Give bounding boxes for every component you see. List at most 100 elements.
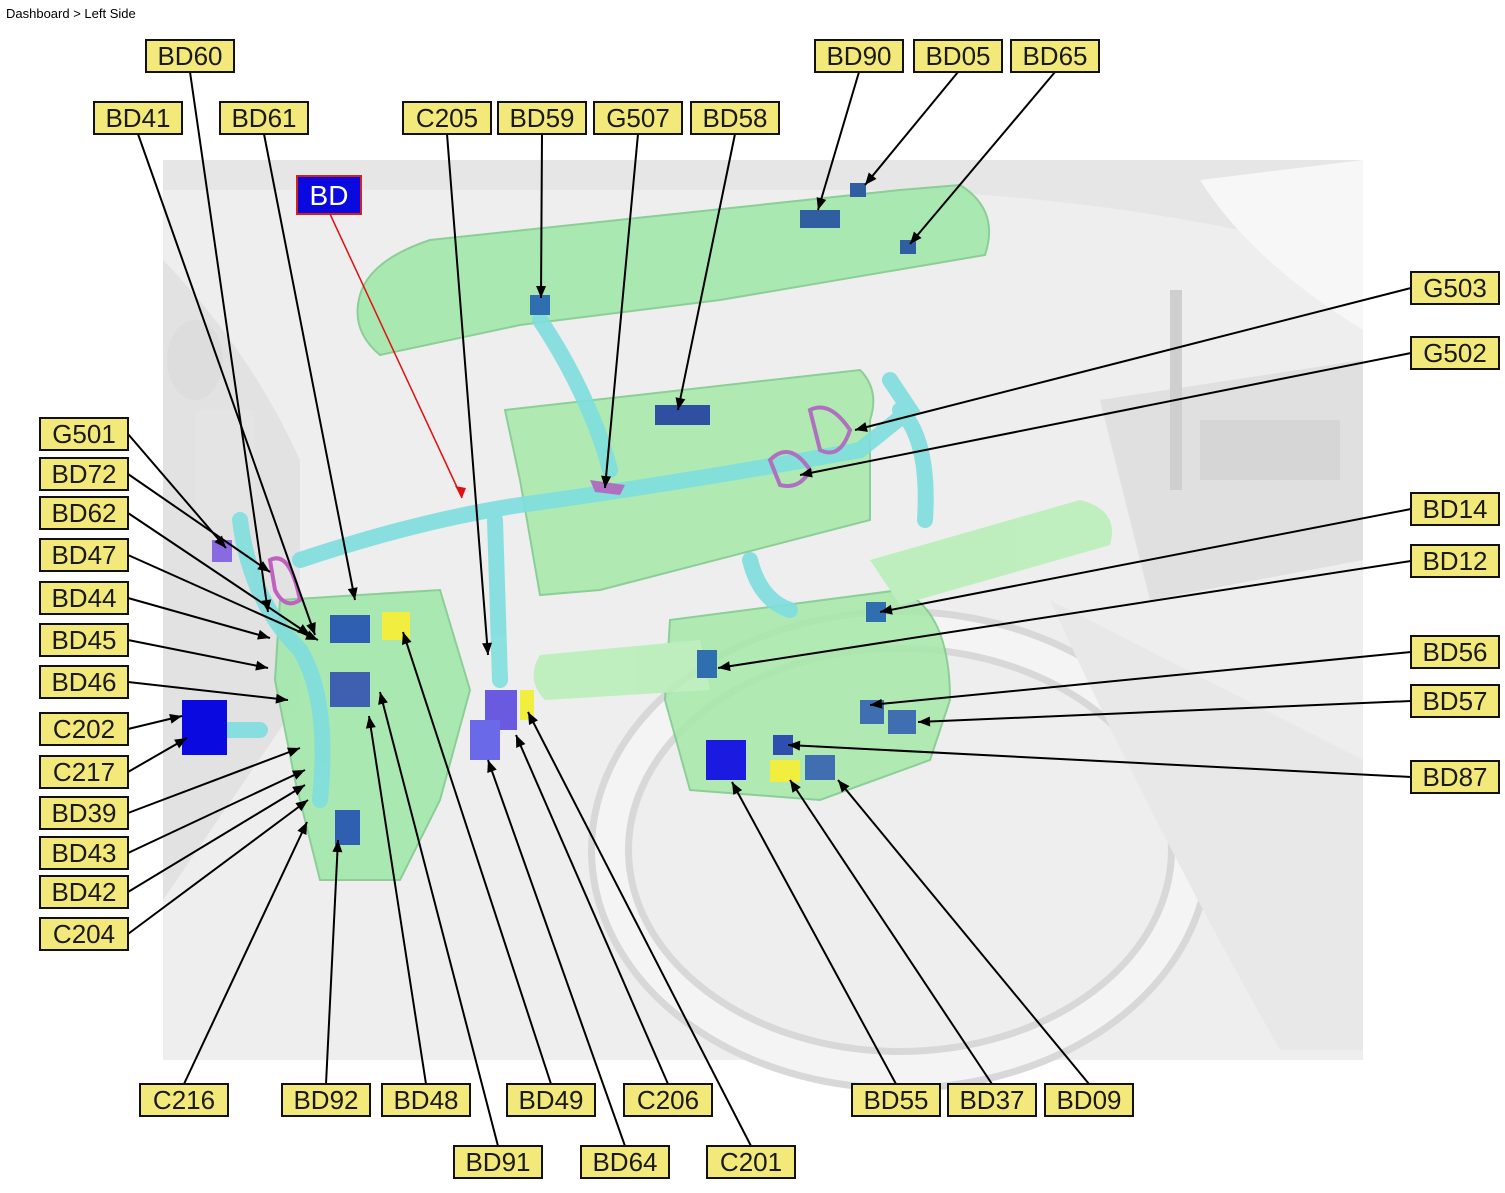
arrowhead-bd43 (292, 770, 305, 780)
label-box-bd57 (1410, 684, 1500, 718)
label-bd61: BD61 (219, 101, 309, 135)
label-box-bd72 (39, 457, 129, 491)
leader-bd12 (717, 560, 1412, 669)
leader-bd09 (837, 779, 1090, 1085)
label-box-bd87 (1410, 760, 1500, 794)
label-text-c217: C217 (53, 757, 115, 787)
label-text-bd87: BD87 (1422, 762, 1487, 792)
label-c217: C217 (39, 755, 129, 789)
leader-g507 (604, 133, 639, 489)
arrowhead-bd87 (788, 740, 801, 751)
arrowhead-bd56 (870, 698, 883, 709)
label-g507: G507 (593, 101, 683, 135)
label-text-c205: C205 (416, 103, 478, 133)
label-bd44: BD44 (39, 581, 129, 615)
arrowhead-bd05 (865, 172, 877, 185)
label-text-bd62: BD62 (51, 498, 116, 528)
label-bd62: BD62 (39, 496, 129, 530)
leader-bd56 (869, 651, 1412, 706)
arrowhead-bd92 (332, 840, 343, 853)
label-bd91: BD91 (453, 1145, 543, 1179)
label-box-c216 (139, 1083, 229, 1117)
arrowhead-c201 (528, 712, 538, 725)
leader-bd44 (127, 597, 271, 639)
label-c205: C205 (402, 101, 492, 135)
label-box-bd61 (219, 101, 309, 135)
label-c206: C206 (623, 1083, 713, 1117)
arrowhead-bd46 (275, 693, 288, 704)
label-text-g501: G501 (52, 419, 116, 449)
label-text-bd48: BD48 (393, 1085, 458, 1115)
leader-bd65 (909, 71, 1056, 245)
arrowhead-bd65 (910, 231, 922, 244)
leader-c204 (127, 799, 309, 935)
arrowhead-c204 (295, 800, 308, 812)
label-c204: C204 (39, 917, 129, 951)
arrowhead-bd90 (816, 197, 827, 210)
label-box-bd48 (381, 1083, 471, 1117)
harness-tag-bd: BD (296, 175, 466, 499)
label-text-bd92: BD92 (293, 1085, 358, 1115)
label-bd57: BD57 (1410, 684, 1500, 718)
arrowhead-g507 (601, 475, 612, 488)
arrowhead-c217 (174, 738, 187, 749)
arrowhead-bd45 (255, 660, 268, 671)
arrowhead-g503 (855, 422, 868, 432)
label-box-bd12 (1410, 544, 1500, 578)
arrowhead-bd39 (287, 747, 300, 757)
label-text-bd56: BD56 (1422, 637, 1487, 667)
label-box-bd39 (39, 796, 129, 830)
label-bd46: BD46 (39, 665, 129, 699)
label-bd14: BD14 (1410, 492, 1500, 526)
label-text-bd60: BD60 (157, 41, 222, 71)
arrowhead-c202 (169, 713, 182, 724)
label-text-g507: G507 (606, 103, 670, 133)
label-box-bd91 (453, 1145, 543, 1179)
leader-g501 (127, 433, 227, 549)
label-bd39: BD39 (39, 796, 129, 830)
leader-bd61 (263, 133, 356, 601)
label-text-bd61: BD61 (231, 103, 296, 133)
label-text-bd64: BD64 (592, 1147, 657, 1177)
leader-bd72 (127, 473, 271, 573)
label-bd87: BD87 (1410, 760, 1500, 794)
arrowhead-bd64 (487, 760, 497, 773)
label-bd64: BD64 (580, 1145, 670, 1179)
label-text-bd41: BD41 (105, 103, 170, 133)
leader-bd41 (137, 133, 316, 636)
label-text-g502: G502 (1423, 338, 1487, 368)
label-bd48: BD48 (381, 1083, 471, 1117)
arrowhead-c205 (482, 642, 493, 655)
arrowhead-bd57 (918, 716, 931, 727)
label-box-bd41 (93, 101, 183, 135)
leader-c216 (183, 821, 308, 1085)
label-box-c217 (39, 755, 129, 789)
leader-bd59 (540, 133, 543, 299)
label-bd92: BD92 (281, 1083, 371, 1117)
label-bd12: BD12 (1410, 544, 1500, 578)
label-box-c205 (402, 101, 492, 135)
label-box-g507 (593, 101, 683, 135)
label-g501: G501 (39, 417, 129, 451)
label-box-bd58 (690, 101, 780, 135)
label-bd60: BD60 (145, 39, 235, 73)
label-box-bd92 (281, 1083, 371, 1117)
label-g502: G502 (1410, 336, 1500, 370)
arrowhead-bd12 (718, 661, 731, 672)
arrowhead-bd48 (365, 716, 376, 729)
arrowhead-bd09 (838, 780, 850, 793)
label-bd05: BD05 (913, 39, 1003, 73)
arrowhead-bd72 (257, 561, 270, 572)
label-box-bd09 (1044, 1083, 1134, 1117)
label-box-c201 (706, 1145, 796, 1179)
label-text-c206: C206 (637, 1085, 699, 1115)
label-box-bd37 (947, 1083, 1037, 1117)
leader-bd92 (325, 839, 339, 1085)
label-bd41: BD41 (93, 101, 183, 135)
leader-bd57 (917, 700, 1412, 723)
leader-bd37 (789, 779, 993, 1085)
label-box-bd46 (39, 665, 129, 699)
leader-bd91 (379, 691, 499, 1147)
label-box-bd64 (580, 1145, 670, 1179)
